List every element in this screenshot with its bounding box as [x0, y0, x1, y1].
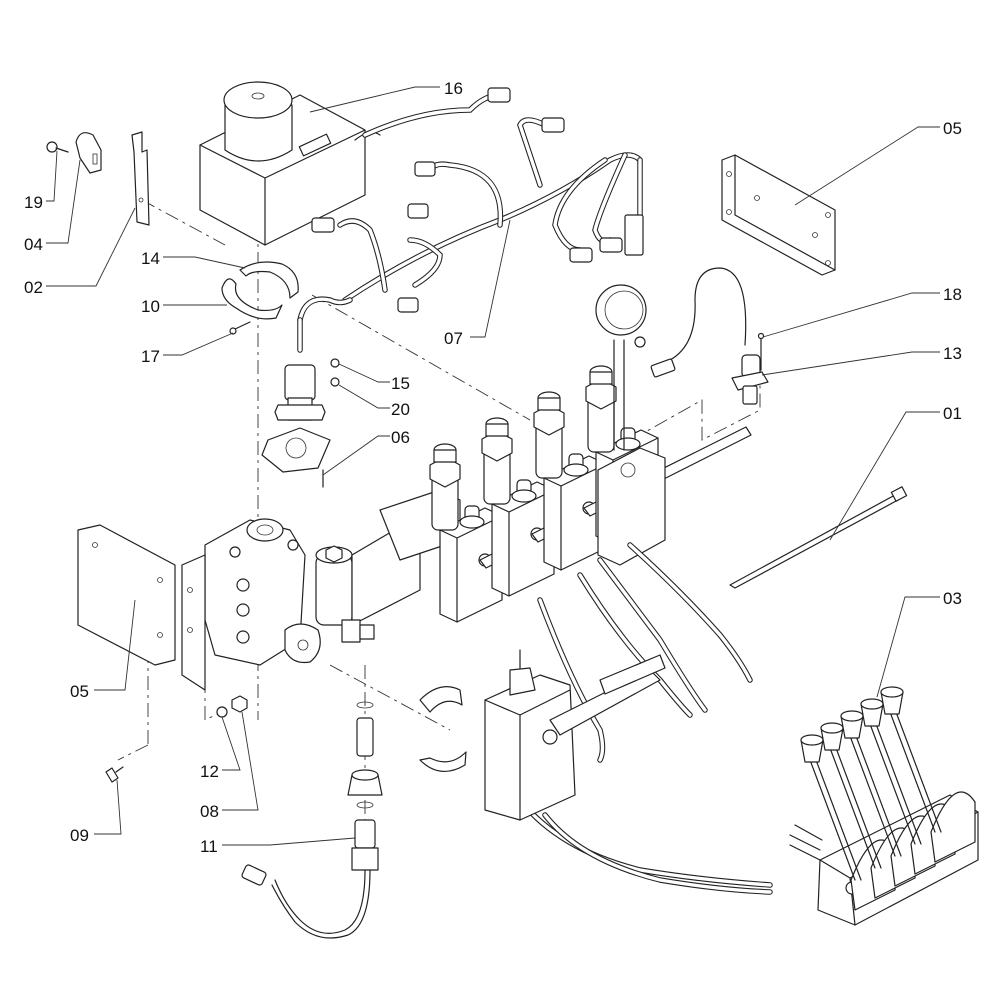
- valve-section-2: [481, 417, 648, 597]
- wiring-harness: [297, 87, 644, 323]
- connector-2: [541, 117, 565, 133]
- pump-end-block: [204, 518, 321, 666]
- callout-07: 07: [444, 329, 463, 348]
- cable-clamp-04: [75, 132, 102, 174]
- callout-09: 09: [70, 826, 89, 845]
- pressure-sensor-stack: [241, 701, 383, 939]
- callout-08: 08: [200, 802, 219, 821]
- lower-valve-section: [484, 649, 666, 821]
- callout-19: 19: [24, 193, 43, 212]
- callout-05-left: 05: [70, 682, 89, 701]
- callout-01: 01: [943, 404, 962, 423]
- solenoid-coil: [261, 317, 340, 488]
- callout-13: 13: [943, 344, 962, 363]
- clamp-lower-set: [419, 686, 467, 772]
- connector-9: [624, 214, 644, 256]
- callout-14: 14: [141, 249, 160, 268]
- callout-03: 03: [943, 589, 962, 608]
- callout-20: 20: [391, 400, 410, 419]
- callout-11: 11: [200, 837, 218, 856]
- callout-12: 12: [200, 762, 219, 781]
- connector-4: [407, 203, 429, 219]
- connector-6: [397, 297, 419, 313]
- screw-19: [46, 141, 69, 153]
- control-lever-block-03: [789, 686, 979, 926]
- callout-02: 02: [24, 278, 43, 297]
- callout-05-right: 05: [943, 119, 962, 138]
- callout-17: 17: [141, 347, 160, 366]
- callout-15: 15: [391, 374, 410, 393]
- clamp-assembly: [221, 261, 299, 335]
- control-lever-5: [880, 686, 976, 863]
- callout-18: 18: [943, 285, 962, 304]
- pressure-gauge: [595, 284, 647, 451]
- callouts: 16 19 04 02 14 10 17 07 05 18 13 15: [24, 79, 962, 856]
- mounting-bracket-left-05: [77, 524, 206, 691]
- mounting-bracket-right-05: [721, 154, 836, 276]
- callout-04: 04: [24, 235, 43, 254]
- callout-16: 16: [444, 79, 463, 98]
- connector-5: [311, 217, 335, 233]
- connector-7: [569, 247, 593, 263]
- speed-sensor-13: [650, 267, 769, 405]
- connector-1: [487, 87, 511, 103]
- valve-bank: [379, 365, 752, 623]
- cable-tie-01: [729, 486, 908, 589]
- pump-motor-unit: [199, 81, 381, 246]
- callout-10: 10: [141, 297, 160, 316]
- connector-8: [599, 237, 623, 253]
- connector-3: [414, 161, 436, 177]
- small-hardware: [105, 695, 248, 783]
- callout-06: 06: [391, 428, 410, 447]
- small-bracket-plate-02: [131, 131, 150, 226]
